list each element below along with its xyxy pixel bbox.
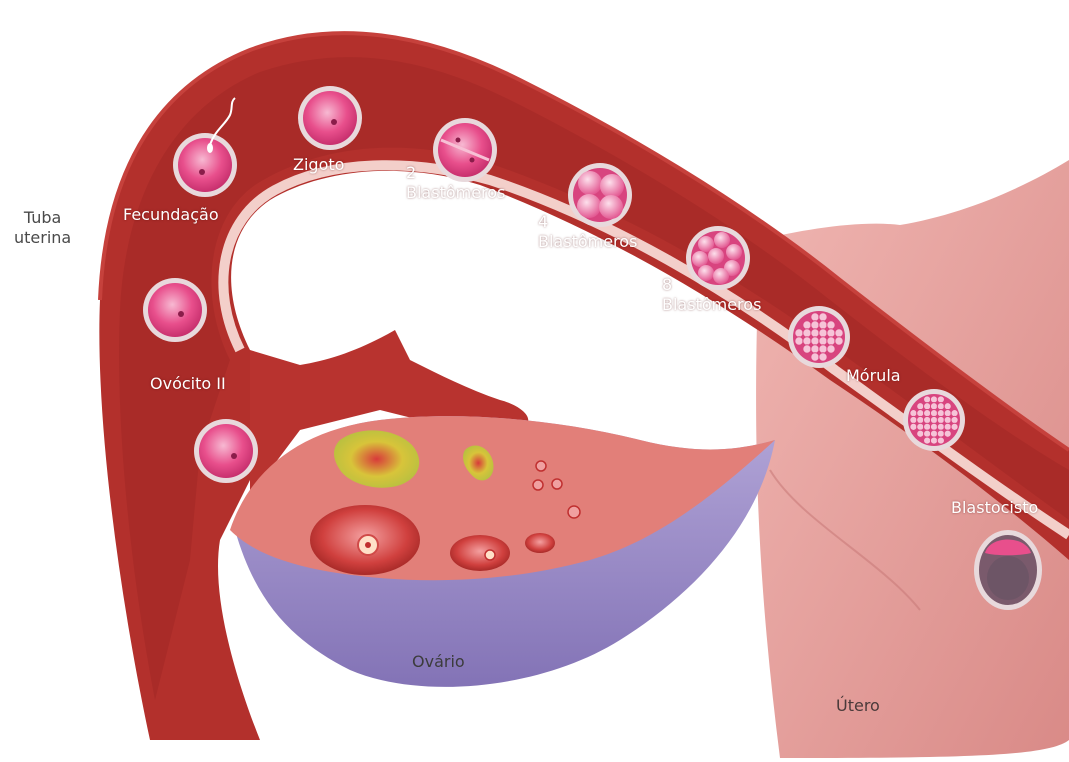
label-tuba-uterina: Tuba uterina — [14, 208, 71, 248]
follicle-large — [310, 505, 420, 575]
follicle-medium — [450, 535, 510, 571]
ovocyte-cell — [143, 278, 207, 342]
label-zigoto: Zigoto — [293, 155, 344, 175]
label-utero: Útero — [836, 696, 880, 716]
label-8-blastomeros-text: Blastômeros — [662, 295, 761, 315]
label-4-blastomeros-num: 4 — [538, 212, 637, 232]
label-tuba-line1: Tuba — [14, 208, 71, 228]
label-4-blastomeros: 4 Blastômeros — [538, 212, 637, 252]
follicle-small-1 — [525, 533, 555, 553]
label-fecundacao: Fecundação — [123, 205, 219, 225]
label-blastocisto: Blastocisto — [951, 498, 1038, 518]
label-8-blastomeros-num: 8 — [662, 275, 761, 295]
label-8-blastomeros: 8 Blastômeros — [662, 275, 761, 315]
ovocyte-cell-released — [194, 419, 258, 483]
label-2-blastomeros-num: 2 — [406, 163, 505, 183]
label-ovario: Ovário — [412, 652, 465, 672]
label-2-blastomeros-text: Blastômeros — [406, 183, 505, 203]
label-ovocito-ii: Ovócito II — [150, 374, 226, 394]
label-2-blastomeros: 2 Blastômeros — [406, 163, 505, 203]
zygote-cell — [298, 86, 362, 150]
label-4-blastomeros-text: Blastômeros — [538, 232, 637, 252]
blastocyst-cell — [974, 530, 1042, 610]
label-morula: Mórula — [846, 366, 901, 386]
label-tuba-line2: uterina — [14, 228, 71, 248]
